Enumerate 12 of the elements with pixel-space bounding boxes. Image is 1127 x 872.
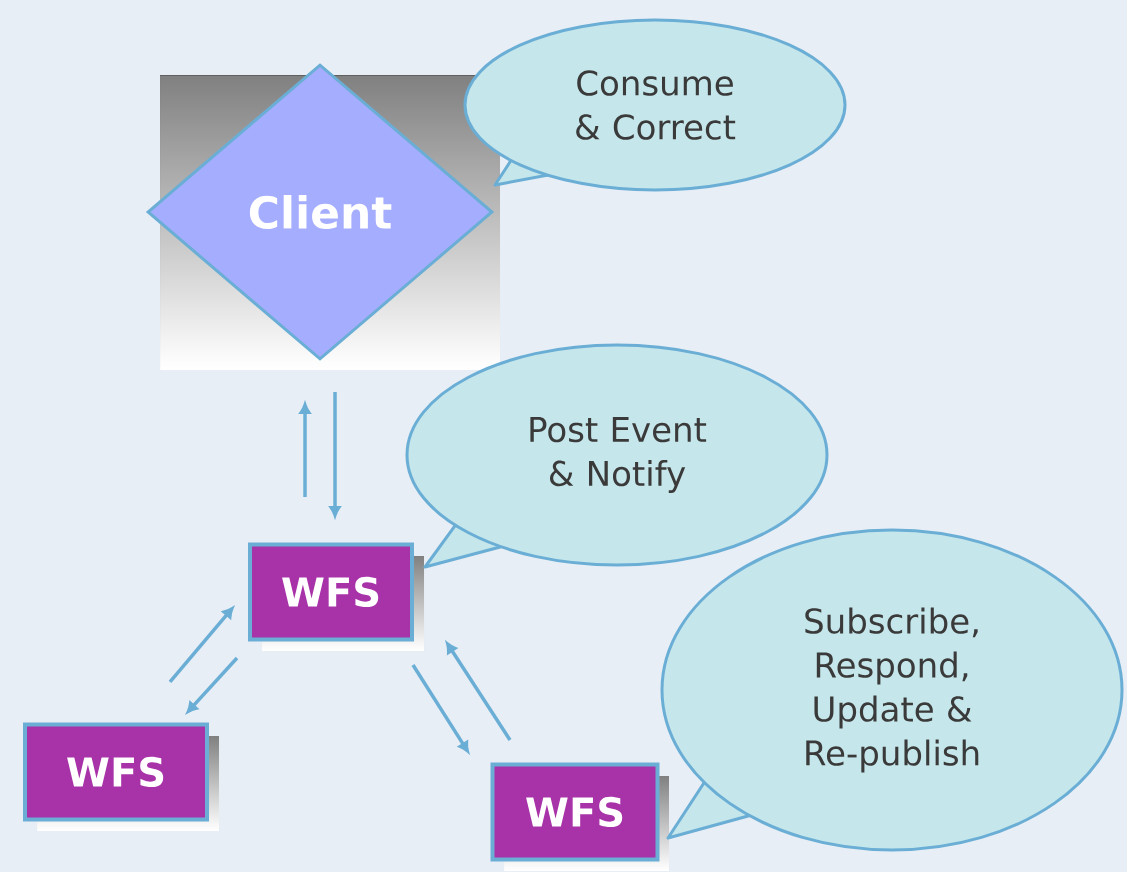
arrow [299,403,311,497]
wfs-box: WFS [23,722,219,831]
wfs-box: WFS [490,762,669,871]
arrow [168,607,234,684]
arrow [186,656,239,714]
arrow [446,642,512,741]
speech-bubble: Consume & Correct [463,18,847,192]
wfs-box: WFS [248,542,424,651]
speech-bubble: Subscribe, Respond, Update & Re-publish [660,528,1124,852]
speech-bubble: Post Event & Notify [405,343,829,569]
arrow [329,392,341,517]
arrow [411,664,470,753]
